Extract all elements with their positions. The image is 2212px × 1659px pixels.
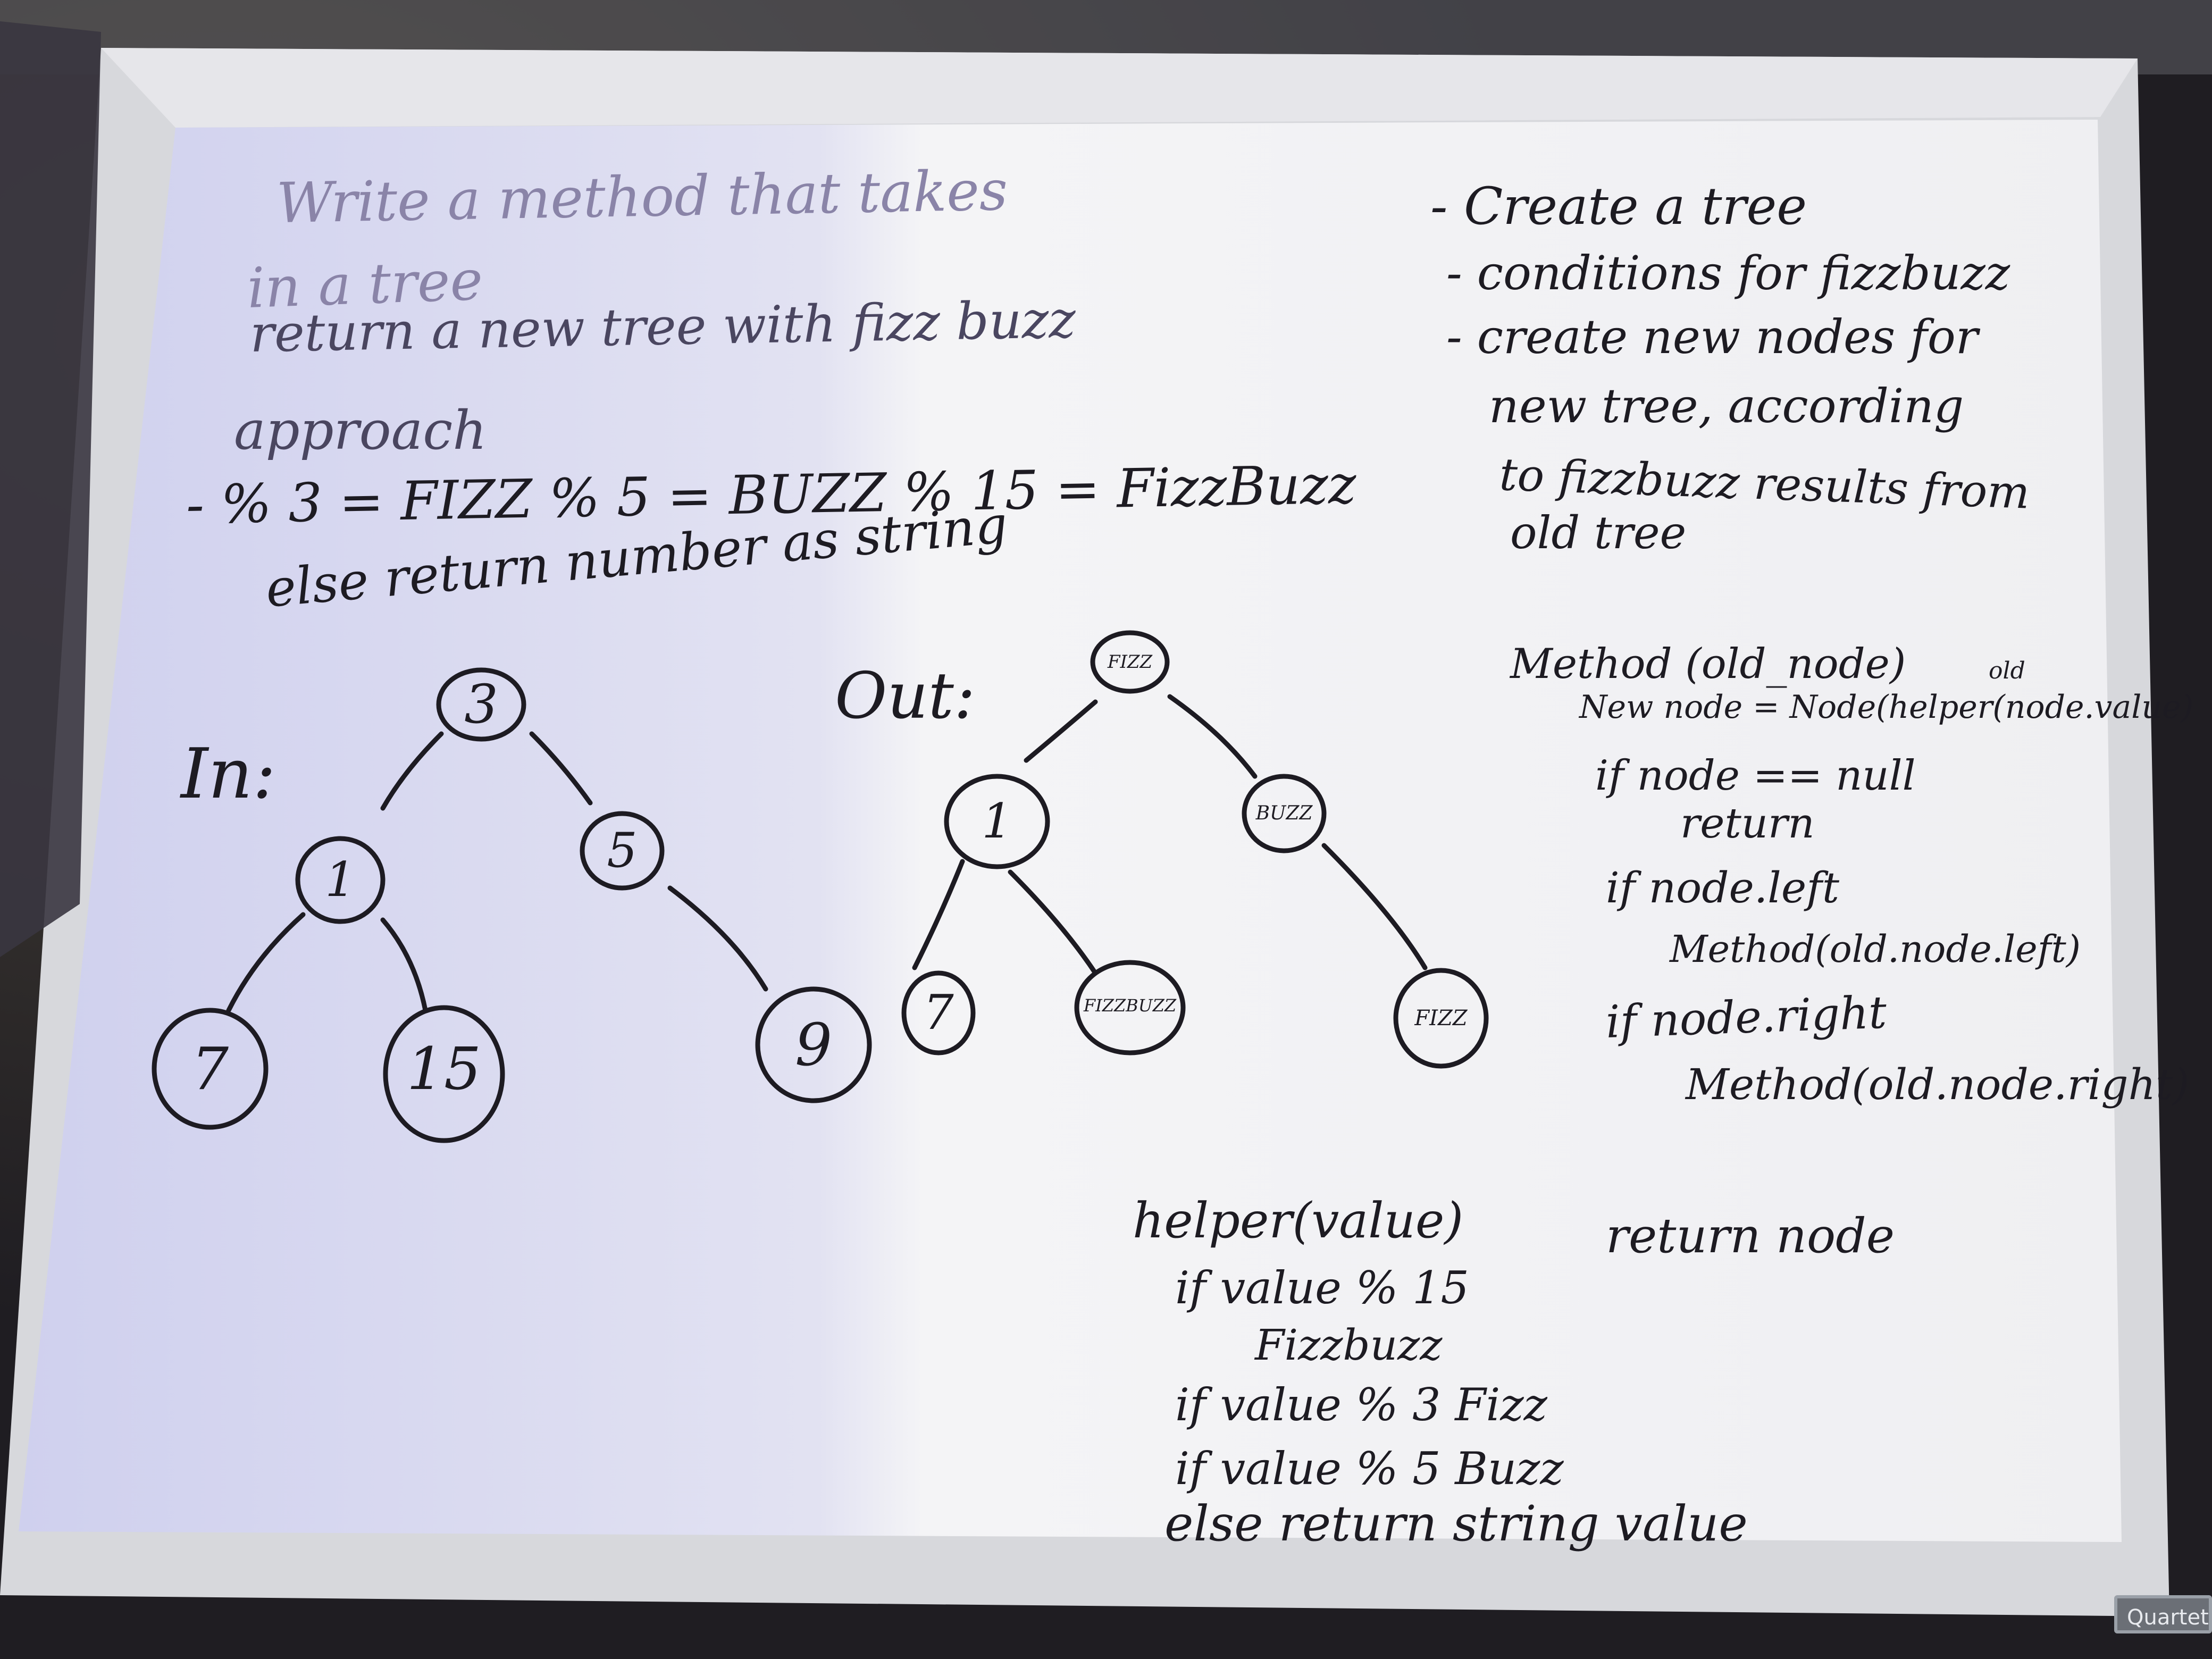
in-node-1 [295, 836, 386, 924]
helper-line1: if value % 15 [1175, 1262, 1469, 1314]
right-note-item3d: old tree [1510, 507, 1687, 559]
in-node-15 [383, 1005, 505, 1143]
out-edge-fizz-1 [1024, 699, 1098, 763]
in-node-1-label: 1 [325, 852, 356, 908]
out-node-fizz2-label: FIZZ [1414, 1006, 1468, 1030]
out-node-fizz [1090, 630, 1170, 694]
out-edge-fizz-buzz [1167, 694, 1258, 779]
out-node-buzz [1242, 774, 1327, 853]
method-line4: if node.left [1606, 863, 1839, 912]
in-node-3 [436, 667, 526, 742]
in-node-7-label: 7 [191, 1035, 229, 1103]
method-line2: if node == null [1595, 752, 1916, 800]
in-edge-5-9 [667, 885, 768, 992]
method-line1: New node = Node(helper(node.value) [1579, 689, 2193, 726]
method-line7: Method(old.node.right) [1686, 1060, 2190, 1109]
out-edge-1-7 [912, 859, 965, 970]
out-node-fizz2 [1393, 968, 1489, 1069]
out-node-7-label: 7 [923, 985, 954, 1041]
brand-badge: Quartet [2114, 1595, 2212, 1633]
method-line3: return [1680, 800, 1815, 848]
in-edge-1-7 [226, 912, 306, 1013]
method-signature: Method (old_node) [1510, 640, 1906, 688]
out-label: Out: [835, 659, 976, 733]
in-node-3-label: 3 [464, 673, 498, 735]
in-label: In: [181, 733, 276, 814]
method-line8: return node [1606, 1208, 1895, 1264]
helper-line4: if value % 5 Buzz [1175, 1443, 1564, 1495]
right-note-item1: - Create a tree [1430, 177, 1807, 236]
out-node-fizz-label: FIZZ [1107, 651, 1153, 673]
helper-line5: else return string value [1164, 1495, 1748, 1552]
helper-signature: helper(value) [1133, 1192, 1464, 1249]
in-node-5 [580, 811, 665, 891]
in-node-5-label: 5 [607, 823, 638, 878]
left-note-line1: Write a method that takes [275, 158, 1009, 236]
helper-line2: Fizzbuzz [1255, 1320, 1443, 1370]
out-node-fizzbuzz [1074, 960, 1186, 1055]
left-note-line3: return a new tree with fizz buzz [249, 289, 1076, 364]
right-note-item3b: new tree, according [1489, 379, 1964, 433]
right-note-item2: - conditions for fizzbuzz [1446, 246, 2010, 300]
in-node-9 [755, 986, 872, 1103]
approach-heading: approach [234, 399, 487, 462]
out-node-1-label: 1 [982, 793, 1012, 849]
out-node-buzz-label: BUZZ [1255, 802, 1313, 824]
in-node-7 [152, 1008, 269, 1130]
in-edge-1-15 [380, 917, 428, 1013]
method-line6: if node.right [1605, 986, 1888, 1048]
in-node-15-label: 15 [407, 1035, 481, 1103]
out-node-fizzbuzz-label: FIZZBUZZ [1083, 995, 1177, 1016]
in-edge-3-5 [529, 731, 593, 806]
helper-line3: if value % 3 Fizz [1175, 1379, 1547, 1431]
right-note-item3: - create new nodes for [1446, 309, 1978, 364]
in-node-9-label: 9 [795, 1011, 832, 1079]
out-node-7 [901, 970, 976, 1055]
board-surface [19, 120, 2122, 1542]
out-node-1 [944, 774, 1050, 869]
out-edge-1-fizzbuzz [1008, 869, 1098, 976]
method-line5: Method(old.node.left) [1670, 927, 2081, 971]
method-old-annotation: old [1989, 657, 2025, 684]
out-edge-buzz-fizz [1321, 843, 1428, 970]
in-edge-3-1 [380, 731, 444, 811]
